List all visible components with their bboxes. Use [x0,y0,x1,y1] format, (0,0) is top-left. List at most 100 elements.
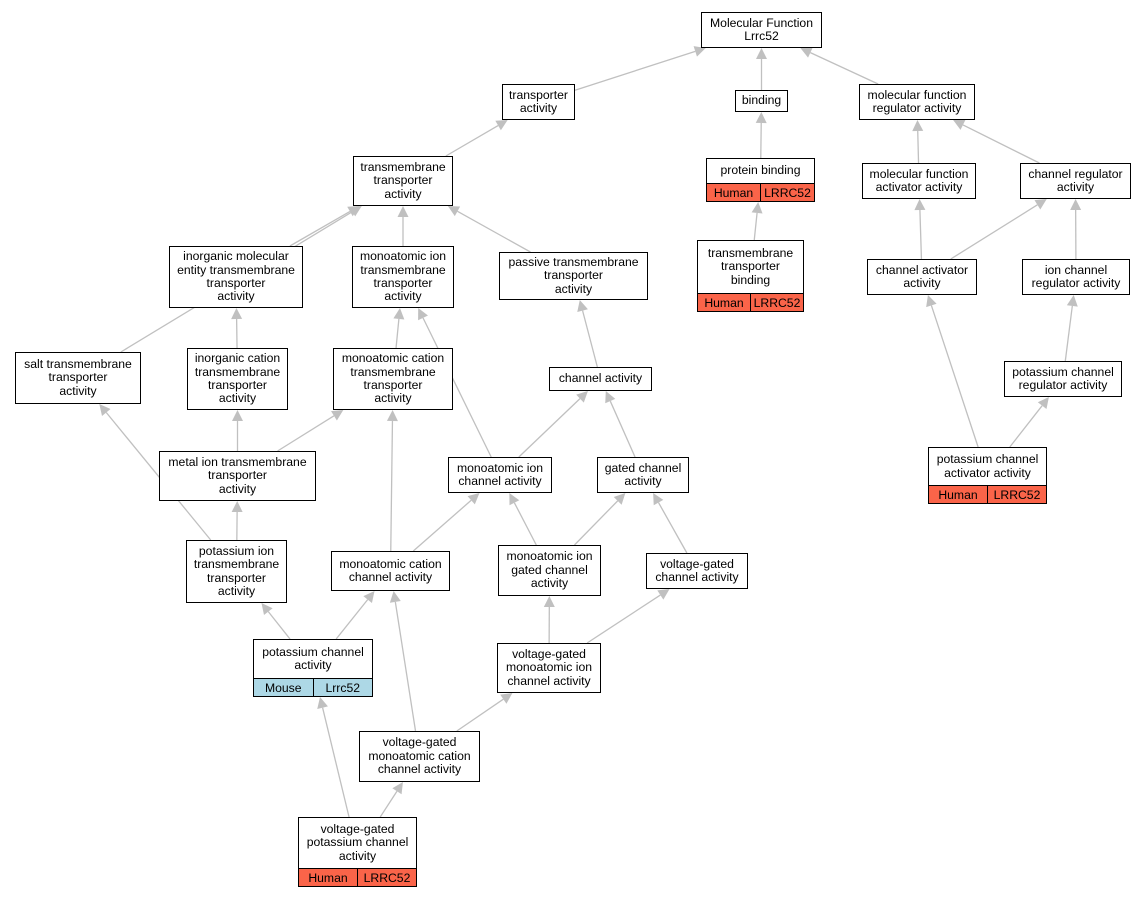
arrowhead-icon [605,391,616,404]
edge-monoionch-to-monoion [418,308,492,458]
edge-binding-to-mf [756,48,767,90]
arrowhead-icon [693,46,706,57]
edge-metal-to-inorgcat [232,410,243,451]
arrowhead-icon [751,202,763,214]
go-term-node-gated[interactable]: gated channel activity [597,457,689,493]
arrowhead-icon [657,589,670,600]
arrowhead-icon [418,308,428,321]
go-term-label: monoatomic ion transmembrane transporter… [359,249,447,304]
edge-monoiongated-to-monoionch [509,493,537,546]
go-term-node-transporter[interactable]: transporter activity [502,84,575,120]
arrowhead-icon [1034,199,1047,210]
arrowhead-icon [800,47,813,58]
go-term-label: transmembrane transporter binding [707,245,794,287]
go-term-label: potassium channel activator activity [936,452,1039,480]
edge-channel-to-passive [577,300,598,368]
gene-tag: LRRC52 [750,294,803,311]
go-term-node-mfreg[interactable]: molecular function regulator activity [859,84,975,120]
go-term-node-mf[interactable]: Molecular Function Lrrc52 [701,12,822,48]
arrowhead-icon [755,112,767,124]
go-term-node-monoion[interactable]: monoatomic ion transmembrane transporter… [352,246,454,308]
arrowhead-icon [914,199,926,211]
go-term-label: gated channel activity [604,460,682,488]
go-term-label: transporter activity [509,87,568,115]
edge-kion-to-metal [231,501,243,541]
go-term-node-metal[interactable]: metal ion transmembrane transporter acti… [159,451,316,501]
go-term-node-kchreg[interactable]: potassium channel regulator activity [1004,361,1122,397]
arrowhead-icon [386,410,398,422]
arrowhead-icon [393,308,405,320]
go-term-node-vgk[interactable]: voltage-gated potassium channel activity… [298,817,417,887]
go-term-node-monocat[interactable]: monoatomic cation transmembrane transpor… [333,348,453,410]
arrowhead-icon [261,603,273,616]
arrowhead-icon [467,493,480,505]
arrowhead-icon [1070,199,1082,211]
go-term-label: channel regulator activity [1028,166,1123,194]
go-term-label: salt transmembrane transporter activity [24,356,132,398]
go-term-node-mfact[interactable]: molecular function activator activity [862,163,976,199]
arrowhead-icon [1037,397,1049,410]
edge-vgmonocat-to-vgmonoion [456,693,513,732]
go-term-node-chact[interactable]: channel activator activity [867,259,977,295]
edge-chact-to-chreg [950,199,1047,260]
edge-kchact-to-chact [926,295,979,448]
arrowhead-icon [495,120,508,131]
edge-inorgcat-to-inorgmol [231,308,243,349]
go-term-label: channel activity [558,371,643,386]
go-term-node-channel[interactable]: channel activity [549,367,652,391]
gene-tag: Lrrc52 [312,679,372,696]
arrowhead-icon [1066,295,1078,307]
edge-vgk-to-vgmonocat [379,782,403,818]
go-term-node-inorgcat[interactable]: inorganic cation transmembrane transport… [187,348,288,410]
go-term-node-inorgmol[interactable]: inorganic molecular entity transmembrane… [169,246,303,308]
edge-gated-to-channel [605,391,636,458]
edge-metal-to-monocat [277,410,344,452]
go-term-label: molecular function regulator activity [867,87,967,115]
go-term-node-kion[interactable]: potassium ion transmembrane transporter … [186,540,287,603]
species-tag: Mouse [254,679,313,696]
arrowhead-icon [331,410,344,421]
arrowhead-icon [509,493,520,506]
edge-kchreg-to-ionchreg [1064,295,1078,362]
edge-vgmonocat-to-monocatch [389,591,417,732]
go-term-node-chreg[interactable]: channel regulator activity [1020,163,1131,199]
go-term-label: monoatomic cation transmembrane transpor… [341,351,445,406]
go-term-node-ionchreg[interactable]: ion channel regulator activity [1022,259,1130,295]
edge-monoiongated-to-gated [574,493,626,546]
go-term-label: monoatomic cation channel activity [339,556,442,584]
edge-vgated-to-gated [653,493,688,554]
go-term-node-binding[interactable]: binding [735,90,788,112]
go-term-node-monocatch[interactable]: monoatomic cation channel activity [331,551,450,591]
edge-chreg-to-mfreg [953,119,1040,164]
go-term-node-passive[interactable]: passive transmembrane transporter activi… [499,252,648,300]
go-term-node-vgmonocat[interactable]: voltage-gated monoatomic cation channel … [359,731,480,782]
go-term-node-monoionch[interactable]: monoatomic ion channel activity [448,457,552,493]
edge-kch-to-kion [261,603,291,640]
edge-vgmonoion-to-monoiongated [543,596,555,644]
go-term-node-vgmonoion[interactable]: voltage-gated monoatomic ion channel act… [497,643,601,693]
edge-tmbind-to-protbind [751,202,763,241]
arrowhead-icon [543,596,555,608]
arrowhead-icon [653,493,664,506]
go-term-label: voltage-gated channel activity [655,556,739,584]
arrowhead-icon [347,206,360,217]
go-term-label: potassium channel regulator activity [1012,364,1114,392]
go-term-node-monoiongated[interactable]: monoatomic ion gated channel activity [498,545,601,596]
go-term-label: potassium channel activity [262,644,364,672]
go-term-node-tmtrans[interactable]: transmembrane transporter activity [353,156,453,206]
go-term-node-vgated[interactable]: voltage-gated channel activity [646,553,748,589]
edge-vgmonoion-to-vgated [586,589,670,644]
go-term-label: voltage-gated monoatomic cation channel … [368,735,471,777]
arrowhead-icon [926,295,937,308]
edge-mfact-to-mfreg [912,120,924,164]
go-term-node-salt[interactable]: salt transmembrane transporter activity [15,352,141,404]
edge-mfreg-to-mf [800,47,879,85]
